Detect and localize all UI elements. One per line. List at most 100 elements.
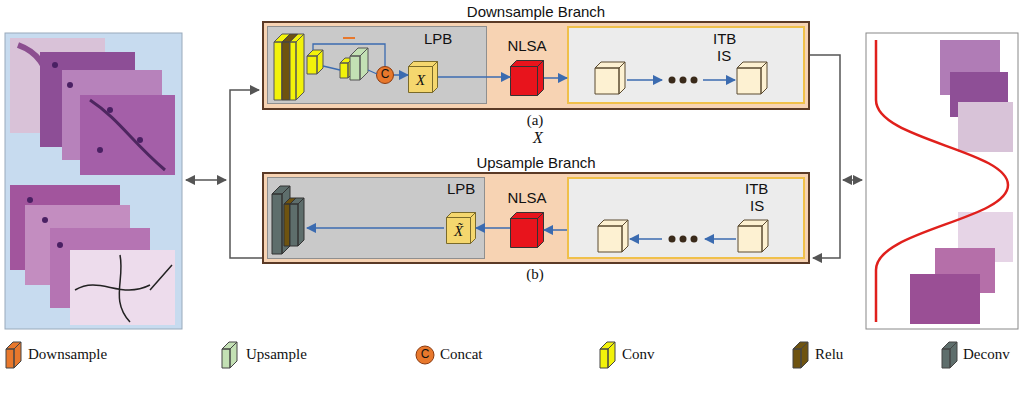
cube-shape: [510, 212, 544, 248]
feature-symbol: X̃: [454, 222, 463, 239]
tissue-structure: [75, 255, 172, 322]
transformer-block: [738, 220, 768, 252]
transformer-block: [595, 62, 625, 94]
feature-cube: X: [408, 61, 438, 93]
legend-swatch: [222, 342, 237, 368]
tissue-structure: [18, 45, 80, 125]
flow-connector: [544, 229, 567, 231]
flow-connector: [544, 77, 567, 79]
legend-swatch: [793, 342, 808, 368]
tissue-image: [50, 228, 150, 308]
subfigure-label: (a): [475, 112, 595, 129]
flow-arrow: [705, 238, 736, 240]
legend-label: Deconv: [963, 346, 1010, 363]
flow-line: [323, 66, 340, 70]
attention-cube: NLSA: [510, 60, 544, 96]
branch-title: Upsample Branch: [264, 155, 808, 172]
transformer-block: [598, 220, 628, 252]
tissue-image: [958, 102, 1013, 152]
deconv-layer: [290, 198, 304, 246]
feature-cube: X̃: [446, 212, 476, 244]
legend-label: Downsample: [28, 346, 107, 363]
flow-arrow: [307, 227, 444, 229]
module-label: IS: [750, 198, 764, 215]
bar-mark: [343, 37, 355, 39]
tissue-image: [70, 250, 175, 325]
ellipsis-dot: [669, 236, 676, 243]
module-label: IS: [717, 48, 731, 65]
ellipsis-dot: [691, 77, 698, 84]
legend-swatch: [942, 342, 957, 368]
feature-symbol: X: [416, 71, 425, 88]
branch-title: Downsample Branch: [264, 4, 808, 21]
bracket-line: [810, 55, 840, 258]
cell-nucleus: [137, 137, 143, 143]
ellipsis-dot: [680, 77, 687, 84]
module-region: ITBIS: [567, 177, 805, 259]
bracket-line: [230, 90, 262, 258]
legend-swatch: [600, 342, 615, 368]
cell-nucleus: [52, 62, 58, 68]
legend-label: Upsample: [246, 346, 307, 363]
module-region: ITBIS: [567, 26, 805, 104]
conv-layer: [307, 50, 323, 74]
flow-arrow: [630, 238, 662, 240]
upsample-layer: [350, 48, 368, 80]
feature-symbol: X: [478, 129, 598, 147]
double-arrow: [186, 179, 226, 181]
ellipsis-dot: [680, 236, 687, 243]
tissue-image: [80, 95, 175, 175]
legend-label: Concat: [440, 346, 483, 363]
flow-connector: [394, 74, 408, 76]
cube-face: [409, 62, 438, 93]
cube-shape: [510, 60, 544, 96]
legend-label: Conv: [622, 346, 655, 363]
relu-layer: [282, 34, 298, 100]
flow-connector: [438, 76, 510, 78]
output-panel: [866, 33, 1018, 329]
skip-line: [313, 44, 385, 66]
cell-nucleus: [107, 107, 113, 113]
cube-face: [511, 213, 544, 248]
cell-nucleus: [97, 147, 103, 153]
conv-layer: [290, 34, 304, 100]
tissue-image: [940, 40, 1000, 95]
flow-line: [368, 70, 377, 74]
tissue-image: [10, 185, 120, 270]
module-label: NLSA: [507, 38, 546, 55]
flow-connector: [476, 227, 510, 229]
module-region: X̃ LPB: [267, 177, 485, 259]
cube-face: [511, 61, 544, 96]
cell-nucleus: [27, 197, 33, 203]
tissue-image: [958, 212, 1013, 262]
transformer-block: [737, 62, 767, 94]
tissue-image: [25, 205, 130, 285]
flow-arrow: [627, 79, 662, 81]
attention-cube: NLSA: [510, 212, 544, 248]
module-label: LPB: [424, 31, 452, 48]
cube-face: [447, 213, 476, 244]
module-label: LPB: [447, 181, 475, 198]
tissue-image: [935, 248, 995, 293]
conv-layer: [340, 58, 353, 78]
ellipsis-dot: [691, 236, 698, 243]
module-region: C X LPB: [267, 26, 487, 104]
cell-nucleus: [57, 242, 63, 248]
concat-circle: C: [376, 66, 394, 84]
branch-box: X̃LPBNLSAITBISUpsample Branch: [262, 172, 810, 264]
cell-nucleus: [42, 217, 48, 223]
tissue-image: [910, 274, 980, 324]
tissue-structure: [90, 100, 165, 170]
double-arrow: [843, 179, 862, 181]
module-label: ITB: [745, 181, 768, 198]
tissue-image: [40, 52, 135, 147]
cell-nucleus: [67, 82, 73, 88]
distribution-curve: [876, 40, 1008, 322]
conv-layer: [274, 34, 290, 100]
deconv-layer: [272, 186, 290, 254]
legend-swatch: [6, 342, 21, 368]
subfigure-label: (b): [475, 266, 595, 283]
tissue-image: [62, 70, 162, 160]
tissue-image: [950, 72, 1008, 117]
flow-arrow: [703, 79, 735, 81]
